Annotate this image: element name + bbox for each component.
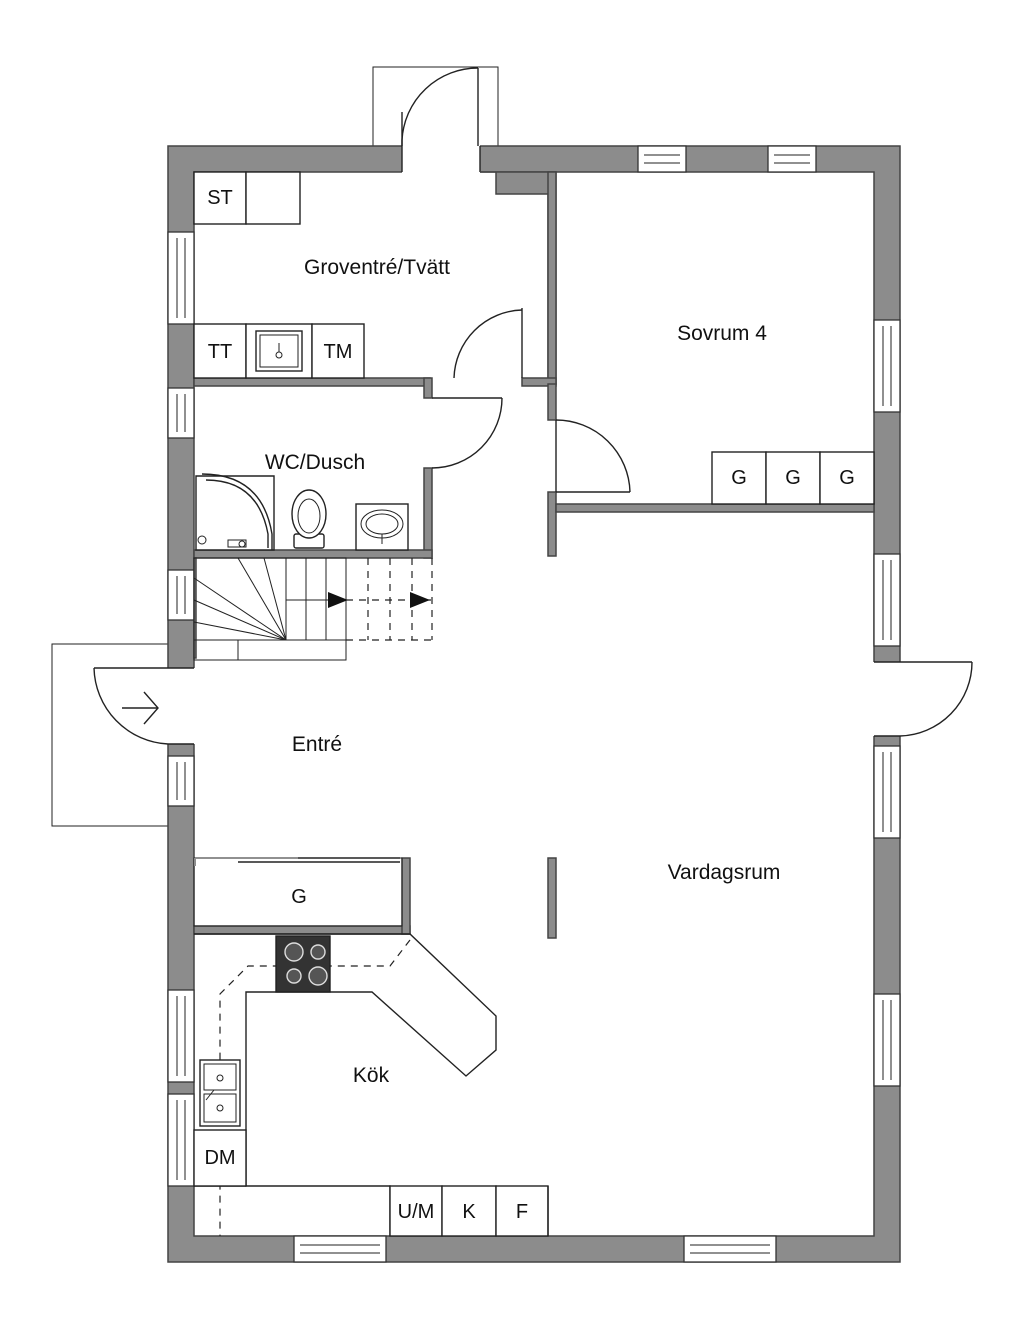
front-porch xyxy=(51,643,169,827)
windows xyxy=(167,145,901,1263)
room-label-vardagsrum: Vardagsrum xyxy=(668,861,781,884)
back-door-opening xyxy=(402,144,480,174)
room-label-wc: WC/Dusch xyxy=(265,451,365,474)
label-fridge: K xyxy=(462,1201,476,1223)
interior-walls xyxy=(193,171,875,939)
bathroom-fixtures xyxy=(195,473,409,551)
back-porch xyxy=(372,66,499,148)
room-label-sovrum: Sovrum 4 xyxy=(677,322,767,345)
label-dryer: TT xyxy=(208,341,232,363)
label-wardrobe-3: G xyxy=(839,467,855,489)
label-oven-microwave: U/M xyxy=(398,1201,435,1223)
staircase xyxy=(193,557,433,661)
terrace-door-opening xyxy=(872,662,902,736)
kitchen-fixtures xyxy=(193,933,549,1237)
room-label-groventre: Groventré/Tvätt xyxy=(304,256,450,279)
label-wardrobe-2: G xyxy=(785,467,801,489)
hall-closet xyxy=(193,857,403,927)
room-label-kok: Kök xyxy=(353,1064,390,1087)
label-washer: TM xyxy=(324,341,353,363)
exterior-wall xyxy=(167,145,901,1263)
label-freezer: F xyxy=(516,1201,528,1223)
label-wardrobe-1: G xyxy=(731,467,747,489)
laundry-fixtures xyxy=(193,171,365,379)
room-label-entre: Entré xyxy=(292,733,342,756)
front-door-opening xyxy=(166,668,196,744)
label-dishwasher: DM xyxy=(204,1147,235,1169)
bedroom-wardrobes xyxy=(711,451,875,505)
doors xyxy=(93,67,973,745)
label-hall-wardrobe: G xyxy=(291,886,307,908)
label-storage: ST xyxy=(207,187,233,209)
